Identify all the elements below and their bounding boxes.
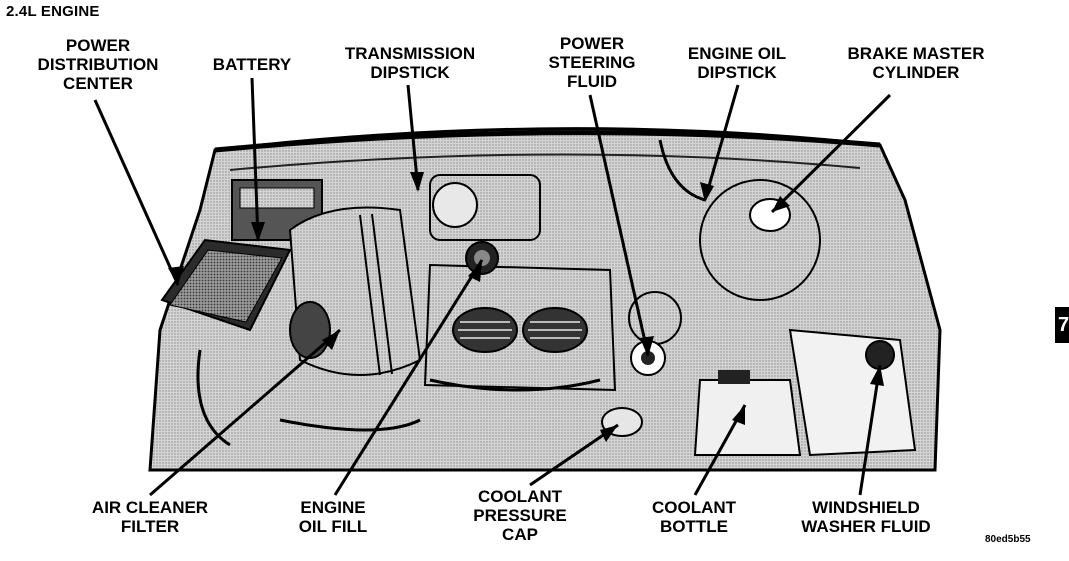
coolant-bottle-shape xyxy=(693,379,802,456)
washer-cap xyxy=(865,340,895,370)
section-tab-number: 7 xyxy=(1058,314,1069,336)
label-air-cleaner-filter: AIR CLEANER FILTER xyxy=(91,498,209,536)
label-windshield-washer-fluid: WINDSHIELD WASHER FLUID xyxy=(801,498,931,536)
label-coolant-bottle: COOLANT BOTTLE xyxy=(651,498,737,536)
label-power-steering-fluid: POWER STEERING FLUID xyxy=(548,34,636,91)
hood-edge xyxy=(214,130,881,153)
label-battery: BATTERY xyxy=(212,55,292,74)
label-engine-oil-dipstick: ENGINE OIL DIPSTICK xyxy=(687,44,787,82)
leader-air-cleaner-filter xyxy=(149,328,341,497)
intake-duct xyxy=(289,301,331,359)
label-engine-oil-fill: ENGINE OIL FILL xyxy=(298,498,368,536)
brake-booster xyxy=(699,179,821,301)
leader-engine-oil-dipstick xyxy=(703,84,740,201)
figure-code: 80ed5b55 xyxy=(985,534,1031,545)
leader-brake-master-cylinder xyxy=(770,93,892,214)
valve-cover xyxy=(423,263,617,392)
section-tab: 7 xyxy=(1055,307,1069,343)
diagram-heading: 2.4L ENGINE xyxy=(6,3,100,20)
leader-engine-oil-fill xyxy=(333,259,484,496)
label-coolant-pressure-cap: COOLANT PRESSURE CAP xyxy=(473,487,567,544)
label-brake-master-cylinder: BRAKE MASTER CYLINDER xyxy=(847,44,985,82)
washer-reservoir-shape xyxy=(788,328,917,457)
label-transmission-dipstick: TRANSMISSION DIPSTICK xyxy=(344,44,476,82)
leader-battery xyxy=(250,77,260,241)
label-power-distribution-center: POWER DISTRIBUTION CENTER xyxy=(37,36,159,93)
leader-power-steering-fluid xyxy=(588,94,650,356)
leader-power-distribution-center xyxy=(93,99,180,286)
leader-windshield-washer-fluid xyxy=(858,364,882,496)
